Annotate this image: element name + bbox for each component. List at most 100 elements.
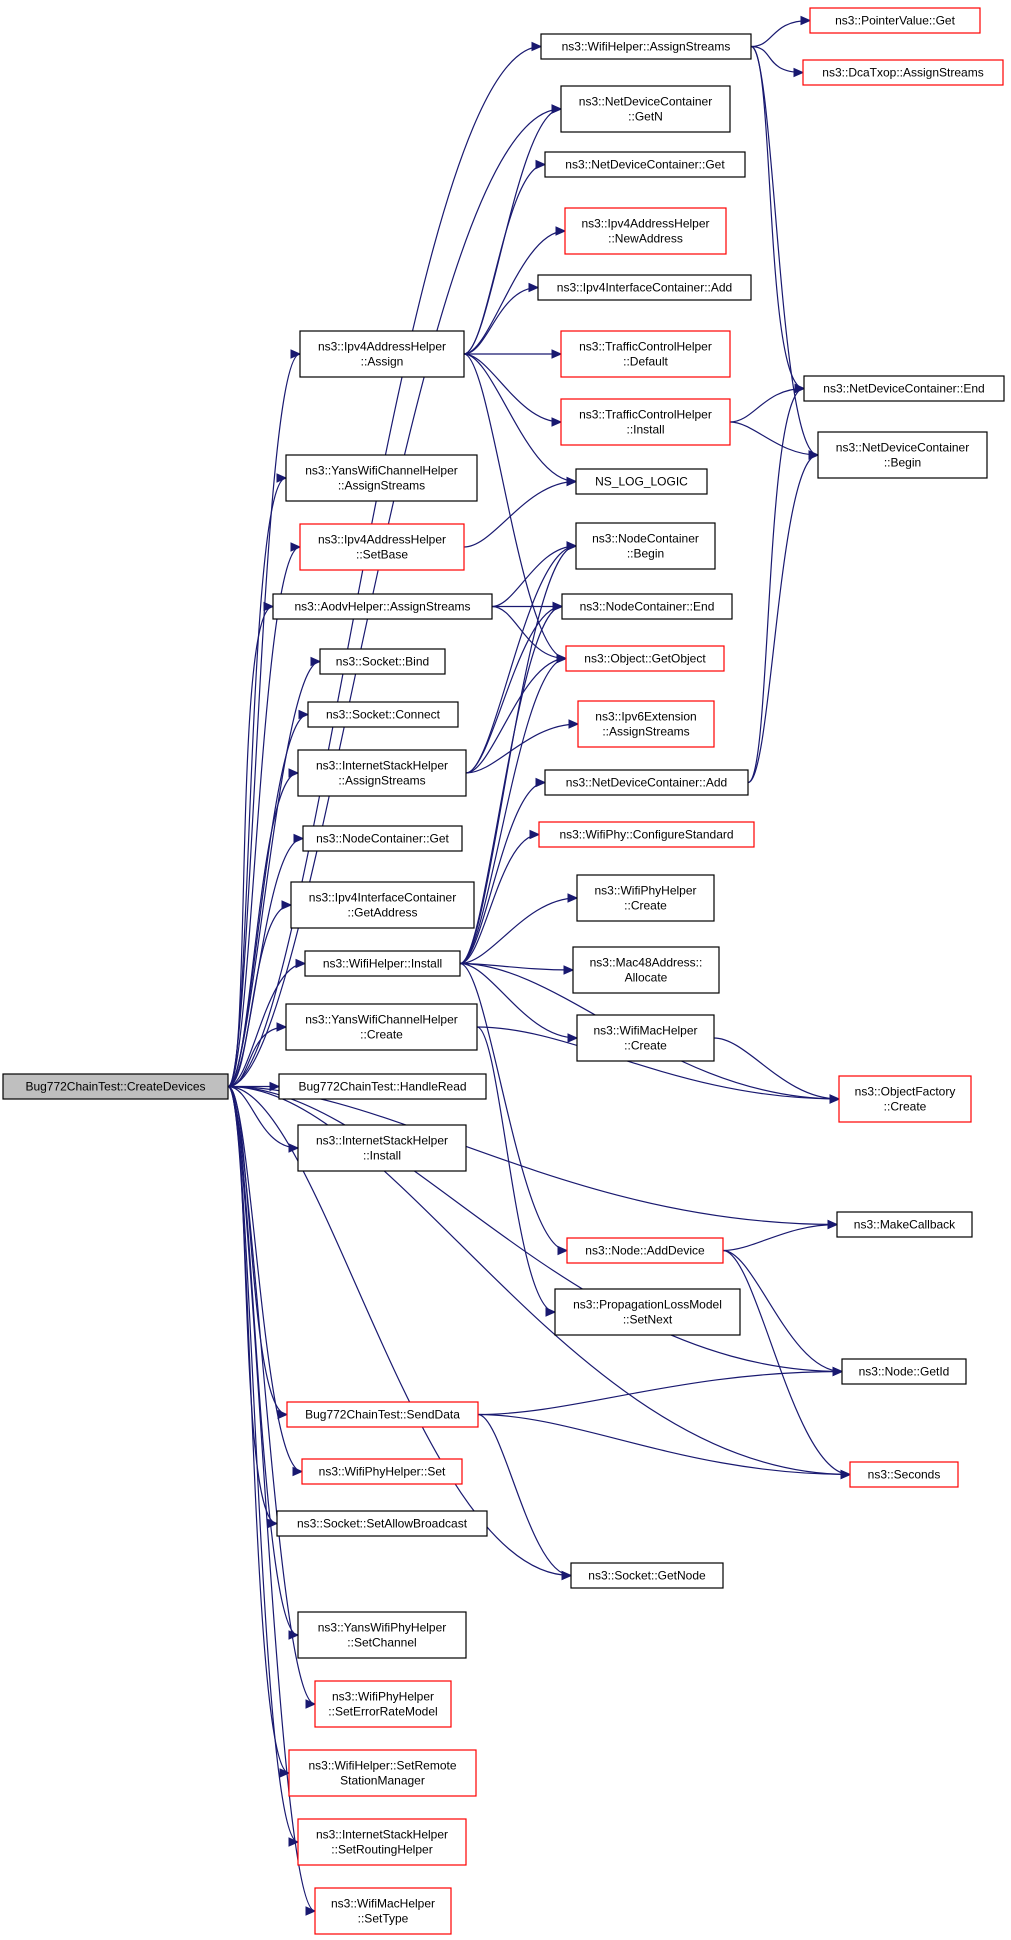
node-object-get-object[interactable]: ns3::Object::GetObject — [565, 645, 725, 672]
arrowhead — [567, 1033, 579, 1043]
node-box — [285, 1003, 478, 1051]
node-make-callback[interactable]: ns3::MakeCallback — [836, 1211, 973, 1238]
node-tch-default[interactable]: ns3::TrafficControlHelper::Default — [560, 330, 731, 378]
node-box — [544, 151, 746, 178]
node-wifi-phy-helper-set[interactable]: ns3::WifiPhyHelper::Set — [301, 1458, 463, 1485]
node-nc-get[interactable]: ns3::NodeContainer::Get — [302, 825, 463, 852]
node-ipv6-ext-assign-streams[interactable]: ns3::Ipv6Extension::AssignStreams — [577, 700, 715, 748]
node-ish-install[interactable]: ns3::InternetStackHelper::Install — [297, 1124, 467, 1172]
edge-wifi-install-to-wifi-phy-config-std — [459, 829, 541, 965]
arrowhead — [566, 476, 578, 487]
edge-line — [713, 1037, 840, 1100]
node-box — [290, 881, 475, 929]
node-ndc-begin[interactable]: ns3::NetDeviceContainer::Begin — [817, 431, 988, 479]
node-box — [319, 648, 446, 675]
node-box — [570, 1562, 724, 1589]
edge-wifi-mac-helper-create-to-obj-factory-create — [713, 1037, 841, 1104]
arrowhead — [535, 159, 547, 170]
arrowhead — [276, 473, 288, 483]
node-label: ns3::Socket::Bind — [336, 655, 429, 669]
node-label: ns3::Ipv4InterfaceContainer::Add — [557, 281, 732, 295]
node-box — [2, 1073, 229, 1100]
node-label: ns3::Socket::SetAllowBroadcast — [297, 1517, 468, 1531]
node-label: ns3::InternetStackHelper — [316, 1828, 448, 1842]
node-handle-read[interactable]: Bug772ChainTest::HandleRead — [278, 1073, 487, 1100]
node-ipv4-assign[interactable]: ns3::Ipv4AddressHelper::Assign — [299, 330, 465, 378]
node-label: ns3::PropagationLossModel — [573, 1298, 722, 1312]
node-box — [803, 375, 1005, 402]
node-ndc-add[interactable]: ns3::NetDeviceContainer::Add — [544, 769, 749, 796]
node-label: ::Assign — [361, 355, 404, 369]
node-ndc-end[interactable]: ns3::NetDeviceContainer::End — [803, 375, 1005, 402]
node-pointer-value-get[interactable]: ns3::PointerValue::Get — [809, 7, 981, 34]
edge-send-data-to-seconds — [477, 1413, 852, 1480]
node-yans-ch-create[interactable]: ns3::YansWifiChannelHelper::Create — [285, 1003, 478, 1051]
node-wifi-install[interactable]: ns3::WifiHelper::Install — [304, 950, 461, 977]
node-wifi-phy-helper-create[interactable]: ns3::WifiPhyHelper::Create — [576, 874, 715, 922]
node-box — [297, 1611, 467, 1659]
node-seconds[interactable]: ns3::Seconds — [849, 1461, 959, 1488]
node-label: ns3::Ipv4AddressHelper — [318, 533, 446, 547]
edge-wifi-install-to-wifi-mac-helper-create — [459, 962, 579, 1043]
node-box — [297, 749, 467, 797]
edge-line — [463, 230, 566, 355]
node-plm-set-next[interactable]: ns3::PropagationLossModel::SetNext — [554, 1288, 741, 1336]
node-ipv4-new-address[interactable]: ns3::Ipv4AddressHelper::NewAddress — [564, 207, 727, 255]
node-label: StationManager — [340, 1774, 425, 1788]
arrowhead — [277, 1409, 289, 1420]
arrowhead — [568, 719, 580, 729]
node-socket-get-node[interactable]: ns3::Socket::GetNode — [570, 1562, 724, 1589]
node-obj-factory-create[interactable]: ns3::ObjectFactory::Create — [838, 1075, 972, 1123]
arrowhead — [551, 349, 563, 359]
node-wifi-assign-streams[interactable]: ns3::WifiHelper::AssignStreams — [540, 33, 752, 60]
node-aodv-assign-streams[interactable]: ns3::AodvHelper::AssignStreams — [272, 593, 493, 620]
node-socket-bind[interactable]: ns3::Socket::Bind — [319, 648, 446, 675]
node-wifi-phy-config-std[interactable]: ns3::WifiPhy::ConfigureStandard — [538, 821, 755, 848]
node-ish-set-routing-helper[interactable]: ns3::InternetStackHelper::SetRoutingHelp… — [297, 1818, 467, 1866]
node-ish-assign-streams[interactable]: ns3::InternetStackHelper::AssignStreams — [297, 749, 467, 797]
arrowhead — [829, 1094, 841, 1104]
edge-ipv4-assign-to-tch-default — [463, 349, 563, 359]
node-ipv4-ic-add[interactable]: ns3::Ipv4InterfaceContainer::Add — [537, 274, 752, 301]
edge-line — [227, 1085, 303, 1473]
edge-line — [477, 1413, 572, 1577]
node-yans-phy-set-channel[interactable]: ns3::YansWifiPhyHelper::SetChannel — [297, 1611, 467, 1659]
node-label: Allocate — [625, 971, 668, 985]
node-send-data[interactable]: Bug772ChainTest::SendData — [286, 1401, 479, 1428]
node-yans-ch-assign-streams[interactable]: ns3::YansWifiChannelHelper::AssignStream… — [285, 454, 478, 502]
node-mac48-allocate[interactable]: ns3::Mac48Address::Allocate — [572, 946, 720, 994]
arrowhead — [290, 542, 302, 552]
node-label: Bug772ChainTest::SendData — [305, 1408, 460, 1422]
node-ndc-get-n[interactable]: ns3::NetDeviceContainer::GetN — [560, 85, 731, 133]
node-label: Bug772ChainTest::HandleRead — [298, 1080, 466, 1094]
edge-line — [722, 1249, 851, 1476]
arrowhead — [276, 1022, 288, 1032]
node-wifi-mac-set-type[interactable]: ns3::WifiMacHelper::SetType — [314, 1887, 452, 1935]
node-box — [307, 701, 459, 728]
node-ns-log-logic[interactable]: NS_LOG_LOGIC — [575, 468, 708, 495]
node-node-get-id[interactable]: ns3::Node::GetId — [841, 1358, 967, 1385]
node-tch-install[interactable]: ns3::TrafficControlHelper::Install — [560, 398, 731, 446]
node-ipv4-set-base[interactable]: ns3::Ipv4AddressHelper::SetBase — [299, 523, 465, 571]
arrowhead — [545, 1307, 557, 1317]
node-box — [297, 1818, 467, 1866]
edge-ipv4-assign-to-ipv4-new-address — [463, 226, 567, 355]
node-label: ns3::Node::AddDevice — [585, 1244, 705, 1258]
node-dca-txop-assign-streams[interactable]: ns3::DcaTxop::AssignStreams — [802, 59, 1004, 86]
node-ndc-get[interactable]: ns3::NetDeviceContainer::Get — [544, 151, 746, 178]
node-wifi-mac-helper-create[interactable]: ns3::WifiMacHelper::Create — [576, 1014, 715, 1062]
node-root[interactable]: Bug772ChainTest::CreateDevices — [2, 1073, 229, 1100]
edge-ipv4-assign-to-ns-log-logic — [463, 353, 578, 487]
node-socket-set-allow-broadcast[interactable]: ns3::Socket::SetAllowBroadcast — [276, 1510, 488, 1537]
node-wifi-phy-set-error-rate-model[interactable]: ns3::WifiPhyHelper::SetErrorRateModel — [314, 1680, 452, 1728]
node-nc-end[interactable]: ns3::NodeContainer::End — [561, 593, 733, 620]
edge-line — [747, 454, 819, 784]
node-label: ns3::InternetStackHelper — [316, 1134, 448, 1148]
node-nc-begin[interactable]: ns3::NodeContainer::Begin — [575, 522, 716, 570]
node-node-add-device[interactable]: ns3::Node::AddDevice — [566, 1237, 724, 1264]
edge-line — [227, 1085, 843, 1373]
arrowhead — [290, 349, 302, 359]
node-ipv4-ic-get-address[interactable]: ns3::Ipv4InterfaceContainer::GetAddress — [290, 881, 475, 929]
node-socket-connect[interactable]: ns3::Socket::Connect — [307, 701, 459, 728]
